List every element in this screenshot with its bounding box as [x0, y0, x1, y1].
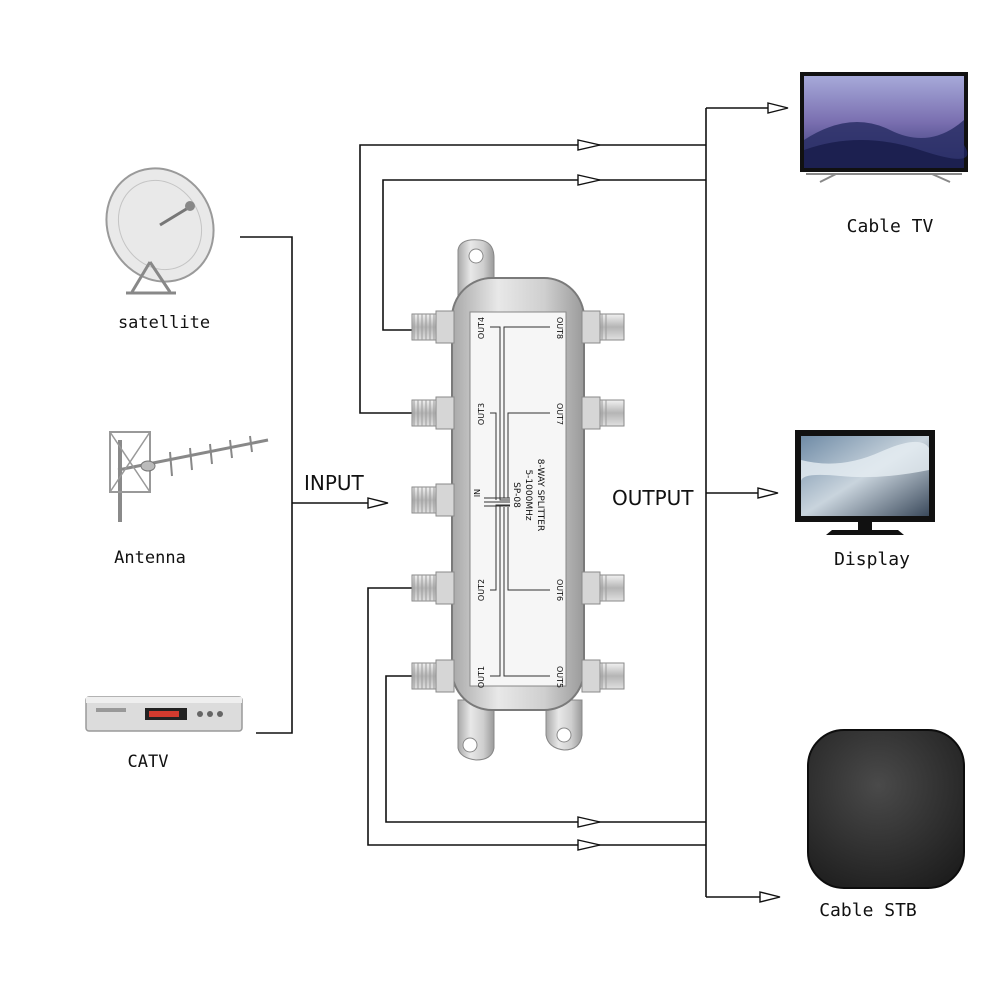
catv-receiver-icon [85, 696, 243, 732]
source-label-antenna: Antenna [114, 548, 186, 568]
splitter-connectors [411, 310, 625, 693]
connector-right-2 [581, 396, 625, 430]
port-label-in: IN [473, 489, 482, 497]
yagi-antenna-icon [109, 431, 269, 522]
output-label: OUTPUT [612, 486, 694, 510]
splitter-type: 8-WAY SPLITTER [535, 459, 545, 531]
connector-right-3 [581, 571, 625, 605]
port-label-out8: OUT8 [555, 317, 564, 339]
input-label: INPUT [304, 471, 365, 495]
8-way-splitter [451, 239, 585, 761]
destination-label-display: Display [834, 549, 910, 570]
destination-label-cable-stb: Cable STB [819, 900, 917, 921]
tv-icon [800, 72, 968, 183]
port-label-out2: OUT2 [477, 579, 486, 601]
connector-left-5 [411, 659, 455, 693]
port-label-out4: OUT4 [477, 317, 486, 339]
splitter-labels: OUT4 OUT3 OUT2 OUT1 OUT8 OUT7 OUT6 OUT5 … [473, 317, 564, 688]
connector-right-4 [581, 659, 625, 693]
connector-left-1 [411, 310, 455, 344]
connector-left-4 [411, 571, 455, 605]
output-wiring [359, 102, 789, 903]
input-wiring [240, 236, 389, 734]
source-label-catv: CATV [128, 752, 169, 772]
port-label-out5: OUT5 [555, 666, 564, 688]
port-label-out1: OUT1 [477, 666, 486, 688]
monitor-icon [795, 430, 935, 535]
splitter-model: SP-08 [511, 482, 521, 508]
satellite-dish-icon [105, 167, 215, 295]
connector-right-1 [581, 310, 625, 344]
source-label-satellite: satellite [118, 313, 210, 333]
port-label-out7: OUT7 [555, 403, 564, 425]
destination-label-cable-tv: Cable TV [847, 216, 934, 237]
connector-left-2 [411, 396, 455, 430]
port-label-out3: OUT3 [477, 403, 486, 425]
splitter-frequency: 5-1000MHz [523, 469, 533, 520]
set-top-box-icon [807, 729, 965, 889]
port-label-out6: OUT6 [555, 579, 564, 601]
connector-left-3 [411, 483, 455, 517]
